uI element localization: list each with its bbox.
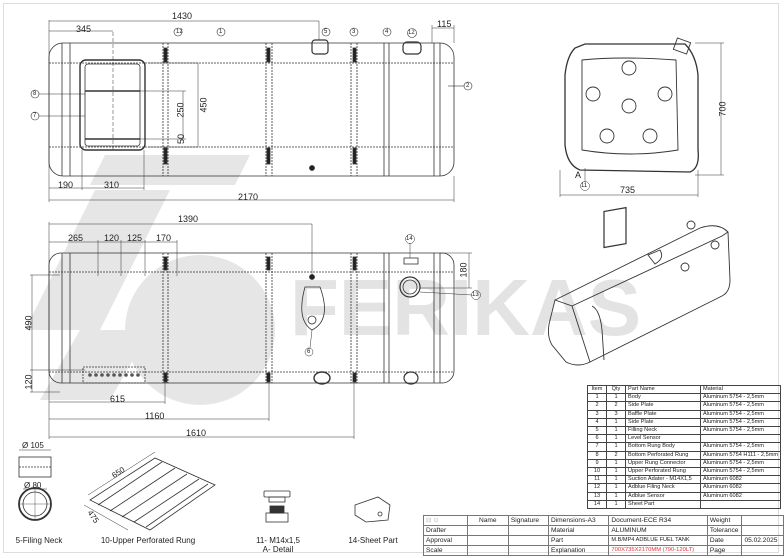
end-view <box>559 37 724 197</box>
caption-filling-neck: 5-Filing Neck <box>15 536 63 545</box>
dim-neck-outer: Ø 105 <box>22 441 44 450</box>
isometric-view <box>547 206 731 366</box>
dim-120: 120 <box>104 233 120 243</box>
watermark-logo: FERIKAS <box>25 155 641 405</box>
detail-marker-a: A <box>575 170 582 180</box>
dim-baffle-2: 1610 <box>186 428 207 438</box>
dim-window-offset: 345 <box>76 24 92 34</box>
dim-265: 265 <box>68 233 84 243</box>
dim-sensor-top: 180 <box>458 262 469 278</box>
top-view <box>30 20 473 202</box>
balloon-12: 12 <box>408 30 415 36</box>
balloon-4: 4 <box>385 29 389 35</box>
bom-header-item: Item <box>587 384 607 395</box>
bom-header-material: Material <box>699 384 782 395</box>
balloon-14: 14 <box>406 236 413 242</box>
bom-header-qty: Qty <box>606 384 626 395</box>
detail-drawings <box>18 449 391 531</box>
caption-upper-rung: 10-Upper Perforated Rung <box>100 536 196 545</box>
balloon-6: 6 <box>307 349 311 355</box>
dim-rung-height: 250 <box>175 102 186 118</box>
balloon-8: 8 <box>33 91 37 97</box>
watermark-text: FERIKAS <box>290 263 641 352</box>
dim-end-height: 700 <box>717 101 728 117</box>
balloon-1: 1 <box>219 29 223 35</box>
perforated-rung-iso <box>83 451 216 531</box>
dim-window-width: 310 <box>104 180 120 190</box>
dim-neck-inner: Ø 80 <box>24 481 42 490</box>
dim-overall-length: 2170 <box>238 192 259 202</box>
bom-header-part: Part Name <box>625 384 701 395</box>
dim-bottom: 120 <box>23 374 34 390</box>
side-view <box>30 222 481 439</box>
dim-170: 170 <box>156 233 172 243</box>
dim-baffle-1: 1160 <box>145 411 165 421</box>
dim-end-cap: 115 <box>437 19 452 29</box>
balloon-2: 2 <box>466 83 470 89</box>
caption-sheet-part: 14-Sheet Part <box>348 536 398 545</box>
caption-detail-a: A- Detail <box>262 545 294 554</box>
drawing-frame <box>3 3 779 553</box>
company-logo-icon: ⊟ ⊙ <box>423 515 468 526</box>
dim-filling-neck: 1430 <box>172 11 193 21</box>
balloon-11: 11 <box>581 183 588 189</box>
drawing-date: 05.02.2025 <box>741 535 784 546</box>
dim-window-height: 450 <box>198 97 209 113</box>
balloon-7: 7 <box>33 113 37 119</box>
balloon-3: 3 <box>352 29 356 35</box>
balloon-5: 5 <box>324 29 328 35</box>
balloon-13: 13 <box>472 292 479 298</box>
dim-side-height: 490 <box>23 315 34 331</box>
dim-end-width: 735 <box>620 185 636 195</box>
explanation-value: 700X735X2170MM (790-120LT) <box>608 545 708 556</box>
dim-level-sensor: 1390 <box>178 214 199 224</box>
dim-125: 125 <box>127 233 143 243</box>
dim-rung-gap: 50 <box>176 133 187 145</box>
dim-rung-len: 615 <box>110 394 126 404</box>
balloon-9: 12 <box>176 29 183 35</box>
part-name: M.B/MP4 ADBLUE FUEL TANK <box>608 535 708 546</box>
bom-header: Item Qty Part Name Material <box>587 384 782 395</box>
dim-left-offset: 190 <box>58 180 74 190</box>
title-block: ⊟ ⊙ Name Signature Dimensions-A3 Documen… <box>423 515 784 556</box>
caption-suction-adapter: 11- M14x1,5 <box>256 536 300 545</box>
